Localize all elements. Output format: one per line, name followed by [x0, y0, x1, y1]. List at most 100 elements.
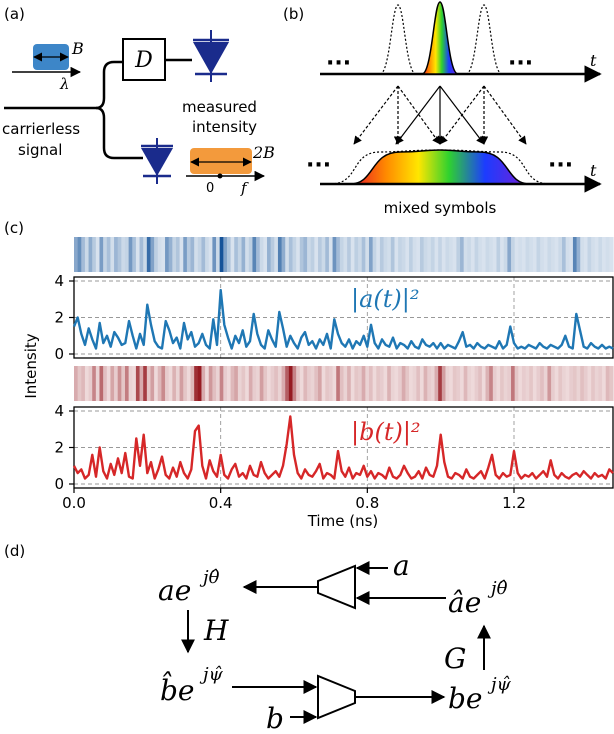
top-strip-cell — [143, 237, 148, 272]
top-strip-cell — [252, 237, 257, 272]
bottom-strip-cell — [543, 366, 549, 401]
top-strip-cell — [496, 237, 501, 272]
top-strip-cell — [409, 237, 414, 272]
bottom-strip-cell — [430, 366, 436, 401]
top-strip-cell — [565, 237, 570, 272]
bottom-strip-cell — [540, 366, 545, 401]
top-strip-cell — [594, 237, 600, 272]
top-strip-cell — [441, 237, 447, 272]
bottom-strip-cell — [318, 366, 323, 401]
top-strip-cell — [124, 237, 130, 272]
bottom-strip-cell — [237, 366, 243, 401]
bottom-strip-cell — [92, 366, 97, 401]
top-strip-cell — [165, 237, 170, 272]
top-strip-cell — [256, 237, 261, 272]
bottom-strip-cell — [296, 366, 301, 401]
top-strip-cell — [514, 237, 519, 272]
top-strip-cell — [598, 237, 603, 272]
lower-right-ellipsis: ··· — [548, 153, 573, 178]
bottom-strip-cell — [401, 366, 407, 401]
bottom-strip-cell — [84, 366, 90, 401]
bottom-strip-cell — [143, 366, 148, 401]
signal-label-line1: carrierless — [2, 120, 80, 138]
bottom-ytick-label-1: 2 — [54, 439, 64, 457]
bottom-strip-cell — [154, 366, 159, 401]
bottom-strip-cell — [263, 366, 268, 401]
top-strip-cell — [226, 237, 232, 272]
bottom-strip-cell — [489, 366, 494, 401]
bottom-strip-cell — [583, 366, 589, 401]
top-strip-cell — [81, 237, 86, 272]
bottom-right-expression: be — [448, 682, 483, 715]
bottom-strip-cell — [485, 366, 490, 401]
bottom-left-exponent: jψ̂ — [199, 664, 224, 685]
zero-frequency-dot — [217, 173, 223, 179]
top-strip-cell — [216, 237, 221, 272]
bottom-strip-cell — [226, 366, 232, 401]
bottom-strip-cell — [270, 366, 275, 401]
top-strip-cell — [292, 237, 297, 272]
top-y-ticks: 024 — [54, 272, 74, 363]
bottom-strip-cell — [591, 366, 596, 401]
top-strip-cell — [234, 237, 239, 272]
top-strip-cell — [580, 237, 585, 272]
panel-a: (a) B λ carrierless signal D measured in… — [2, 5, 275, 197]
top-strip-cell — [186, 237, 192, 272]
top-strip-cell — [146, 237, 152, 272]
top-strip-cell — [321, 237, 326, 272]
y-axis-label: Intensity — [22, 333, 40, 398]
top-strip-cell — [307, 237, 312, 272]
top-strip-cell — [467, 237, 472, 272]
top-strip-cell — [543, 237, 549, 272]
output-spectrum-block — [190, 148, 252, 174]
top-strip-cell — [416, 237, 421, 272]
top-strip-cell — [277, 237, 283, 272]
bottom-strip-cell — [580, 366, 585, 401]
bottom-strip-cell — [347, 366, 352, 401]
bottom-strip-cell — [95, 366, 101, 401]
bottom-strip-cell — [321, 366, 326, 401]
top-strip-cell — [212, 237, 217, 272]
bottom-strip-cell — [576, 366, 581, 401]
top-strip-cell — [354, 237, 359, 272]
top-strip-cell — [591, 237, 596, 272]
upper-time-label: t — [590, 51, 597, 70]
top-strip-cell — [569, 237, 574, 272]
top-strip-cell — [110, 237, 115, 272]
top-strip-cell — [179, 237, 184, 272]
bottom-strip-cell — [212, 366, 217, 401]
bottom-strip-cell — [387, 366, 392, 401]
bottom-strip-cell — [525, 366, 530, 401]
top-strip-cell — [536, 237, 541, 272]
bottom-strip-cell — [339, 366, 345, 401]
bottom-strip-cell — [521, 366, 527, 401]
top-strip-cell — [478, 237, 483, 272]
bottom-strip-cell — [201, 366, 206, 401]
top-strip-cell — [460, 237, 465, 272]
bottom-strip-cell — [241, 366, 246, 401]
top-strip-cell — [303, 237, 308, 272]
top-strip-cell — [328, 237, 334, 272]
top-strip-cell — [121, 237, 126, 272]
top-strip-cell — [285, 237, 290, 272]
top-strip-cell — [106, 237, 112, 272]
top-strip-cell — [507, 237, 512, 272]
mixed-symbols-pulse — [349, 149, 531, 185]
top-strip-cell — [205, 237, 210, 272]
right-neighbour-pulse — [465, 4, 503, 75]
top-strip-cell — [398, 237, 403, 272]
top-ytick-label-1: 2 — [54, 309, 64, 327]
bottom-strip-cell — [445, 366, 450, 401]
top-strip-cell — [230, 237, 235, 272]
bottom-strip-cell — [299, 366, 305, 401]
bottom-strip-cell — [405, 366, 410, 401]
bottom-strip-cell — [547, 366, 552, 401]
top-strip-cell — [183, 237, 188, 272]
panel-b: (b) t ··· ··· t ··· ··· mixed symbols — [283, 1, 602, 217]
measured-label-line2: intensity — [192, 118, 257, 136]
top-strip-cell — [452, 237, 457, 272]
top-strip-cell — [602, 237, 607, 272]
bottom-strip-cell — [500, 366, 505, 401]
